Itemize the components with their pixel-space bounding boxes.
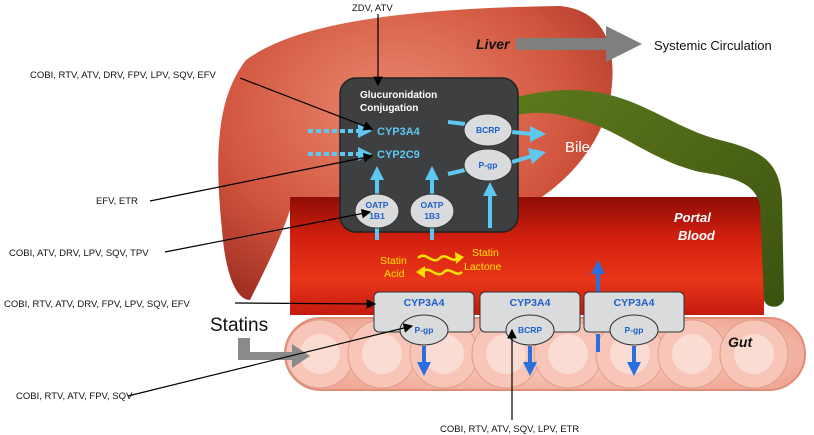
arrowhead-efflux-up: [483, 182, 497, 196]
arrowhead-bcrp-out: [530, 126, 546, 142]
arrowhead-pgp-out: [528, 148, 546, 164]
cyp2c9-label: CYP2C9: [377, 149, 420, 161]
interconversion-arrow-2: [421, 268, 463, 276]
bcrp-liver-label: BCRP: [476, 125, 500, 135]
efflux-head-2: [523, 362, 537, 376]
gut-to-blood-head: [591, 260, 605, 274]
enterocyte-2-transporter: BCRP: [518, 325, 542, 335]
statins-arrow: [238, 338, 310, 368]
liver-label: Liver: [476, 36, 511, 52]
oatp-1b3-line2: 1B3: [424, 211, 440, 221]
oatp-1b1-line1: OATP: [366, 200, 389, 210]
gut-efflux-arrows: [422, 334, 636, 364]
drug-label-cyp3a4-gut: COBI, RTV, ATV, DRV, FPV, LPV, SQV, EFV: [4, 299, 191, 310]
enterocyte-2: CYP3A4 BCRP: [479, 291, 581, 346]
drug-label-cyp3a4-liver: COBI, RTV, ATV, DRV, FPV, LPV, SQV, EFV: [30, 70, 217, 81]
bile-label: Bile: [565, 139, 590, 156]
bcrp-liver-transporter: [463, 113, 513, 147]
drug-label-bcrp-gut: COBI, RTV, ATV, SQV, LPV, ETR: [440, 424, 579, 435]
statin-lactone-line2: Lactone: [464, 261, 502, 273]
drug-label-pgp-gut: COBI, RTV, ATV, FPV, SQV: [16, 391, 133, 402]
glucuronidation-label: Glucuronidation: [360, 90, 437, 101]
gut-label: Gut: [728, 334, 753, 350]
conjugation-label: Conjugation: [360, 103, 418, 114]
enterocyte-1-transporter: P-gp: [415, 325, 434, 335]
liver-efflux-arrows: [447, 120, 533, 176]
interconversion-arrow-1: [417, 254, 459, 262]
oatp-1b3-line1: OATP: [421, 200, 444, 210]
statins-label: Statins: [210, 315, 268, 336]
oatp-1b1-line2: 1B1: [369, 211, 385, 221]
portal-blood-line1: Portal: [674, 210, 711, 225]
statin-acid-line1: Statin: [380, 255, 407, 267]
arrowhead-oatp1: [370, 166, 384, 180]
systemic-arrow: [516, 26, 642, 62]
efflux-head-1: [417, 362, 431, 376]
leader-lines: [127, 14, 517, 420]
bile-duct: [505, 90, 784, 307]
enterocyte-3-transporter: P-gp: [625, 325, 644, 335]
interconversion-head-1: [455, 252, 464, 264]
portal-blood-line2: Blood: [678, 228, 716, 243]
enterocyte-2-enzyme: CYP3A4: [510, 297, 551, 309]
statin-acid-line2: Acid: [384, 268, 405, 280]
drug-label-cyp2c9: EFV, ETR: [96, 196, 138, 207]
pgp-liver-transporter: [463, 148, 513, 182]
drug-label-top: ZDV, ATV: [352, 3, 393, 14]
drug-label-oatp: COBI, ATV, DRV, LPV, SQV, TPV: [9, 248, 149, 259]
enterocyte-3-enzyme: CYP3A4: [614, 297, 655, 309]
efflux-head-3: [627, 362, 641, 376]
enterocyte-1-enzyme: CYP3A4: [404, 297, 445, 309]
enterocyte-1: CYP3A4 P-gp: [373, 291, 475, 346]
oatp-1b1-transporter: [354, 193, 400, 229]
enterocyte-3: CYP3A4 P-gp: [583, 291, 685, 346]
cyp3a4-liver-label: CYP3A4: [377, 126, 421, 138]
arrowhead-oatp2: [425, 166, 439, 180]
systemic-circulation-label: Systemic Circulation: [654, 38, 772, 53]
statin-lactone-line1: Statin: [472, 247, 499, 259]
arrowhead-cyp3a4: [358, 124, 372, 138]
oatp-1b3-transporter: [409, 193, 455, 229]
pgp-liver-label: P-gp: [479, 160, 498, 170]
interconversion-head-2: [416, 266, 425, 278]
enzyme-dotted-arrows: [308, 129, 360, 156]
